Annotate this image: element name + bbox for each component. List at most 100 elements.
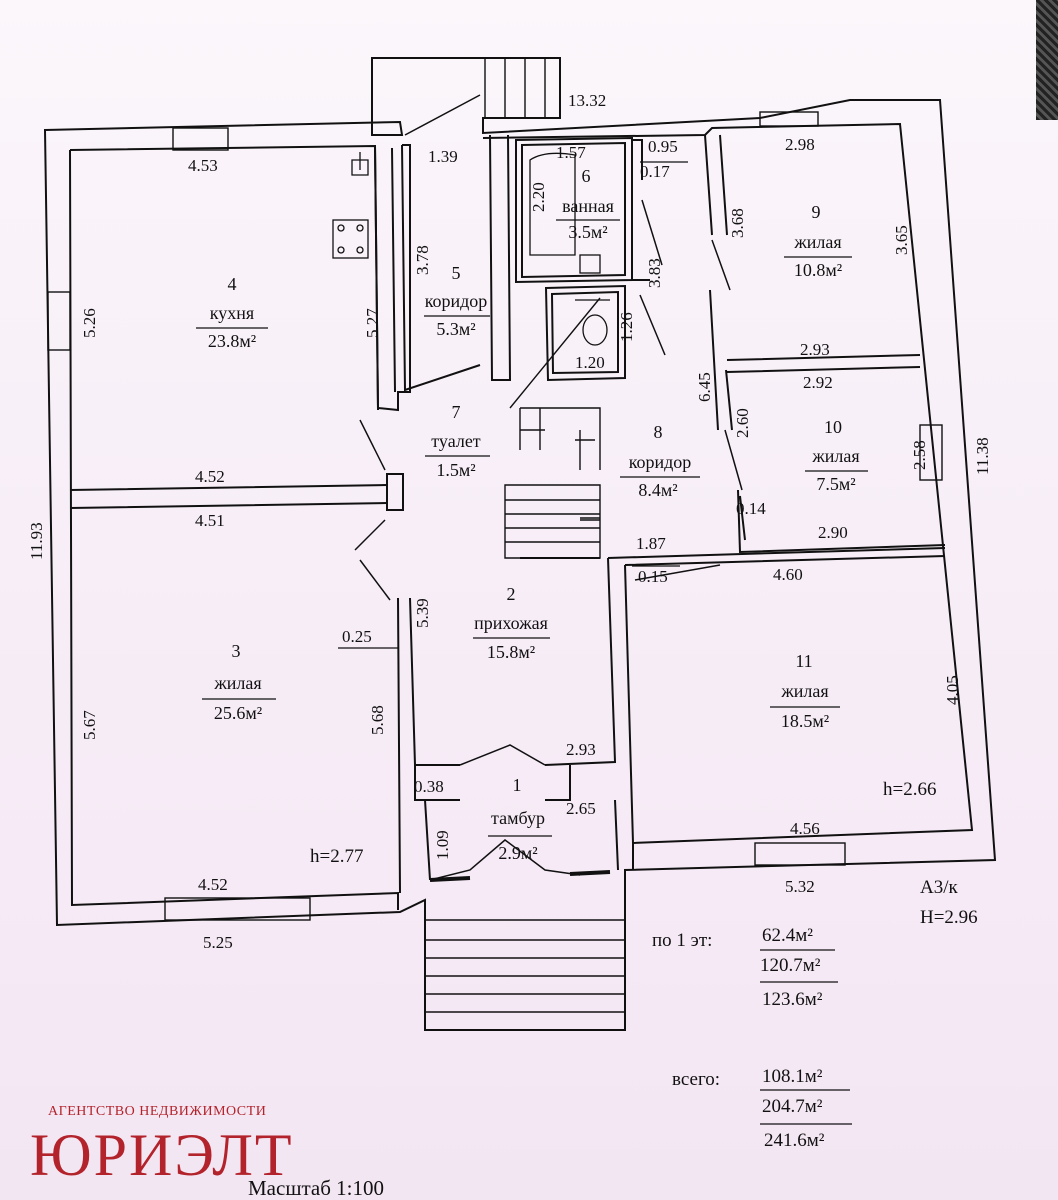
stamp-height: Н=2.96 (920, 907, 978, 928)
wall-pillar (386, 473, 404, 511)
room-number: 5 (452, 263, 461, 283)
room-number: 10 (824, 417, 842, 437)
bathtub-icon (529, 152, 576, 256)
stairs-front (424, 919, 626, 1031)
wall-corridor5 (401, 134, 512, 392)
dimension-label: 5.68 (368, 705, 387, 735)
wall-vestibule (414, 765, 619, 881)
room-name: коридор (425, 291, 488, 311)
room-name: жилая (213, 673, 261, 693)
dimension-label: 2.93 (800, 340, 830, 359)
floor-total-value: 123.6м² (762, 989, 823, 1010)
dimension-label: 3.68 (728, 208, 747, 238)
room-area: 3.5м² (568, 222, 607, 242)
stairs-top (484, 58, 546, 118)
wall-kitchen-east (374, 145, 396, 411)
grand-total-value: 108.1м² (762, 1066, 823, 1087)
dimension-label: 2.58 (910, 440, 929, 470)
dimension-label: 1.09 (433, 830, 452, 860)
room-number: 2 (507, 584, 516, 604)
dimension-label: 3.78 (413, 245, 432, 275)
fixtures (332, 152, 610, 346)
room-area: 7.5м² (816, 474, 855, 494)
door-room11 (634, 564, 721, 581)
window-kitchen (172, 127, 229, 151)
door-room3-top (354, 519, 386, 551)
window-room3 (164, 897, 311, 921)
room-labels: 4 кухня 23.8м² 5 коридор 5.3м² 6 ванная … (196, 166, 868, 863)
room-name: жилая (780, 681, 828, 701)
doors (354, 94, 743, 882)
door-vestibule-outer (429, 839, 581, 881)
walls (43, 57, 997, 1031)
dimension-label: 4.52 (195, 467, 225, 486)
room-name: тамбур (491, 808, 545, 828)
stairs-inner (504, 407, 601, 559)
dimension-label: 3.83 (645, 258, 664, 288)
room-number: 6 (582, 166, 591, 186)
room-area: 25.6м² (214, 703, 262, 723)
dimension-label: 5.39 (413, 598, 432, 628)
dimension-label: 3.65 (892, 225, 911, 255)
room-number: 1 (513, 775, 522, 795)
door-room9 (711, 239, 731, 291)
dimension-label: 5.26 (80, 308, 99, 338)
dimension-label: 4.05 (943, 675, 962, 705)
door-toilet (639, 294, 666, 356)
threshold (429, 870, 611, 882)
grand-total-value: 241.6м² (764, 1130, 825, 1151)
room-area: 10.8м² (794, 260, 842, 280)
stamp-code: А3/к (920, 877, 959, 898)
dimension-label: 6.45 (695, 372, 714, 402)
ceiling-height-room3: h=2.77 (310, 846, 363, 867)
dimension-label: 4.52 (198, 875, 228, 894)
dimension-label: 5.27 (363, 308, 382, 338)
wall-kitchen-room3 (69, 484, 388, 509)
grand-total-value: 204.7м² (762, 1096, 823, 1117)
window-room10 (919, 424, 943, 481)
room-number: 8 (654, 422, 663, 442)
dimension-label: 5.67 (80, 710, 99, 740)
stove-icon (332, 219, 369, 259)
dimension-label: 2.93 (566, 740, 596, 759)
windows (47, 111, 943, 921)
scale-label: Масштаб 1:100 (248, 1176, 384, 1200)
room-name: коридор (629, 452, 692, 472)
dimension-label: 4.51 (195, 511, 225, 530)
room-name: туалет (431, 431, 481, 451)
room-name: прихожая (474, 613, 548, 633)
window-room11 (754, 842, 846, 866)
dimension-label: 5.25 (203, 933, 233, 952)
dimension-label: 0.14 (736, 499, 766, 518)
room-number: 3 (232, 641, 241, 661)
room-area: 23.8м² (208, 331, 256, 351)
door-vestibule-inner (459, 744, 546, 766)
washbasin-icon (579, 254, 601, 274)
door-kitchen (359, 419, 386, 471)
burner-icon (337, 246, 345, 254)
stairs (424, 58, 626, 1031)
door-bathroom (641, 199, 663, 266)
room-area: 5.3м² (436, 319, 475, 339)
floor-total-label: по 1 эт: (652, 930, 712, 951)
dimension-label: 0.95 (648, 137, 678, 156)
dimension-label: 1.87 (636, 534, 666, 553)
window-room9 (759, 111, 819, 127)
dimension-label: 11.38 (973, 437, 992, 475)
dimension-label: 1.20 (575, 353, 605, 372)
burner-icon (356, 246, 364, 254)
room-area: 8.4м² (638, 480, 677, 500)
room-area: 18.5м² (781, 711, 829, 731)
room-area: 15.8м² (487, 642, 535, 662)
toilet-icon (582, 314, 608, 346)
dimension-label: 5.32 (785, 877, 815, 896)
floor-total-value: 120.7м² (760, 955, 821, 976)
window-kitchen-west (47, 291, 71, 351)
dimension-label: 1.39 (428, 147, 458, 166)
dimension-label: 1.26 (617, 312, 636, 342)
room-name: кухня (210, 303, 254, 323)
stair-arrows (509, 297, 601, 519)
room-area: 2.9м² (498, 843, 537, 863)
